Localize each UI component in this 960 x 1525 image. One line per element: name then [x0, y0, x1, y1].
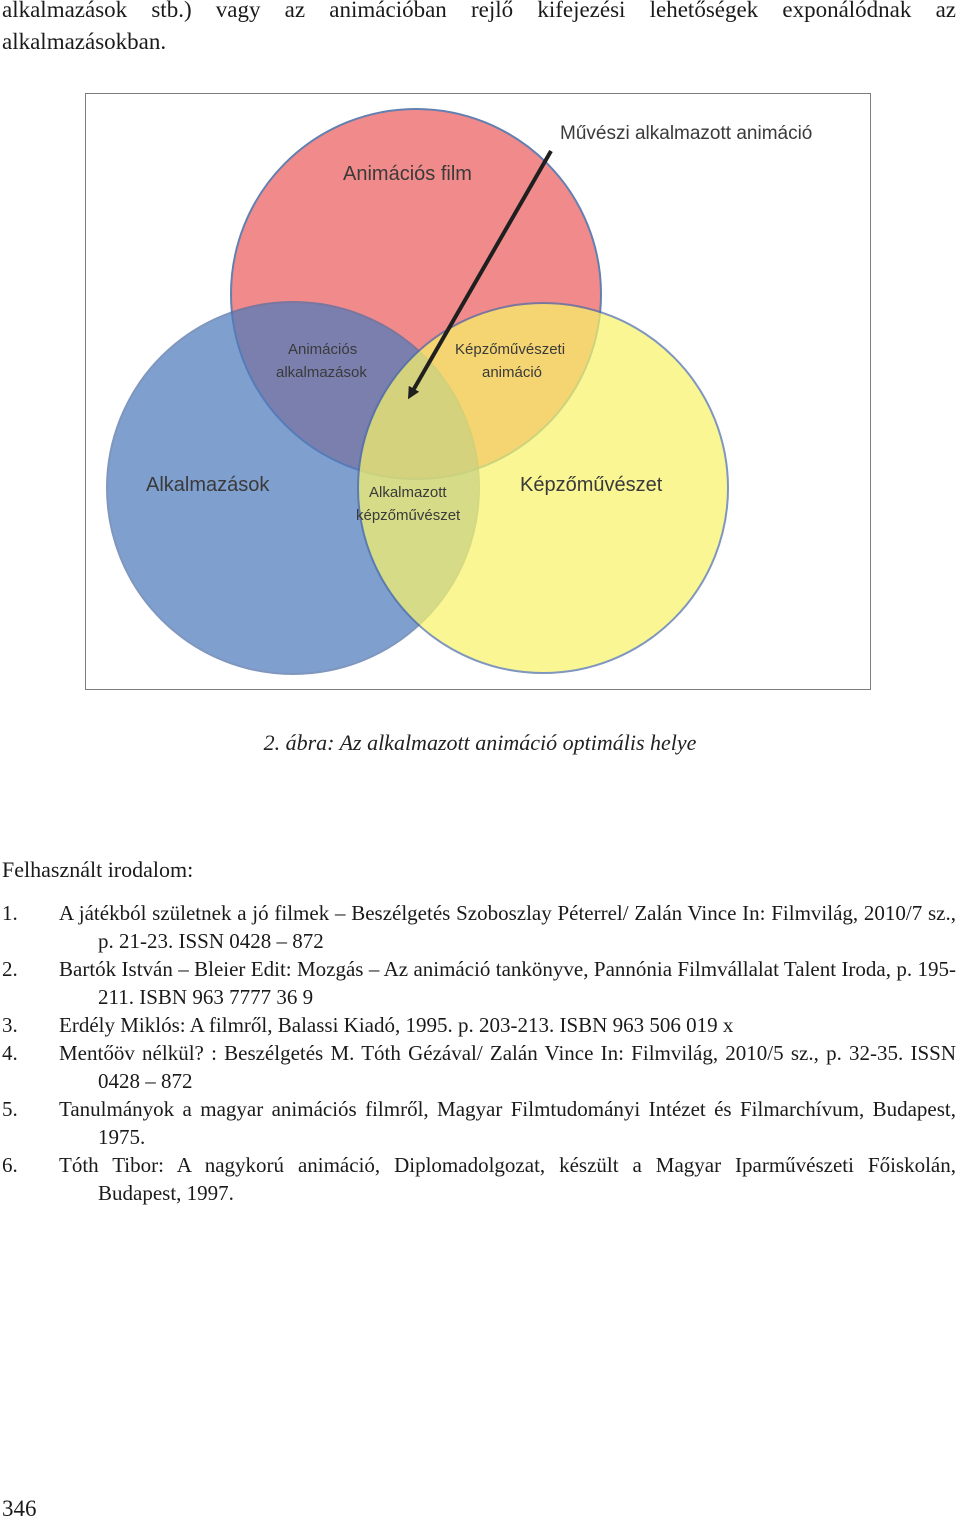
circle-fine-art [357, 302, 729, 674]
label-animation-applications-line2: alkalmazások [276, 364, 367, 381]
reference-number: 6. [2, 1153, 18, 1177]
reference-text: Tanulmányok a magyar animációs filmről, … [59, 1097, 956, 1149]
label-applications: Alkalmazások [146, 474, 270, 496]
arrow-icon [408, 150, 553, 400]
reference-number: 5. [2, 1097, 18, 1121]
page-number: 346 [2, 1496, 37, 1521]
venn-diagram-figure: Művészi alkalmazott animáció Animációs f… [85, 93, 871, 690]
references-heading: Felhasznált irodalom: [2, 857, 194, 882]
reference-text: A játékból születnek a jó filmek – Beszé… [59, 901, 956, 953]
reference-number: 3. [2, 1013, 18, 1037]
label-animation-applications-line1: Animációs [288, 341, 357, 358]
reference-item: 2. Bartók István – Bleier Edit: Mozgás –… [2, 955, 956, 1011]
label-animation-film: Animációs film [343, 163, 472, 185]
reference-text: Mentőöv nélkül? : Beszélgetés M. Tóth Gé… [59, 1041, 956, 1093]
label-applied-fine-art-line1: Alkalmazott [369, 484, 447, 501]
reference-number: 4. [2, 1041, 18, 1065]
label-artistic-applied-animation: Művészi alkalmazott animáció [560, 123, 812, 144]
reference-item: 1. A játékból születnek a jó filmek – Be… [2, 899, 956, 955]
reference-item: 6. Tóth Tibor: A nagykorú animáció, Dipl… [2, 1151, 956, 1207]
reference-item: 4. Mentőöv nélkül? : Beszélgetés M. Tóth… [2, 1039, 956, 1095]
venn-diagram: Művészi alkalmazott animáció Animációs f… [106, 108, 812, 675]
label-fine-art: Képzőművészet [520, 474, 663, 496]
label-fine-art-animation-line2: animáció [482, 364, 542, 381]
reference-number: 1. [2, 901, 18, 925]
reference-text: Tóth Tibor: A nagykorú animáció, Diploma… [59, 1153, 956, 1205]
label-fine-art-animation-line1: Képzőművészeti [455, 341, 565, 358]
reference-item: 5. Tanulmányok a magyar animációs filmrő… [2, 1095, 956, 1151]
reference-text: Bartók István – Bleier Edit: Mozgás – Az… [59, 957, 956, 1009]
reference-number: 2. [2, 957, 18, 981]
reference-item: 3. Erdély Miklós: A filmről, Balassi Kia… [2, 1011, 956, 1039]
label-applied-fine-art-line2: képzőművészet [356, 507, 461, 524]
figure-caption: 2. ábra: Az alkalmazott animáció optimál… [263, 730, 697, 755]
references-list: 1. A játékból születnek a jó filmek – Be… [2, 899, 956, 1207]
reference-text: Erdély Miklós: A filmről, Balassi Kiadó,… [59, 1013, 734, 1037]
intro-paragraph: alkalmazások stb.) vagy az animációban r… [2, 0, 956, 54]
